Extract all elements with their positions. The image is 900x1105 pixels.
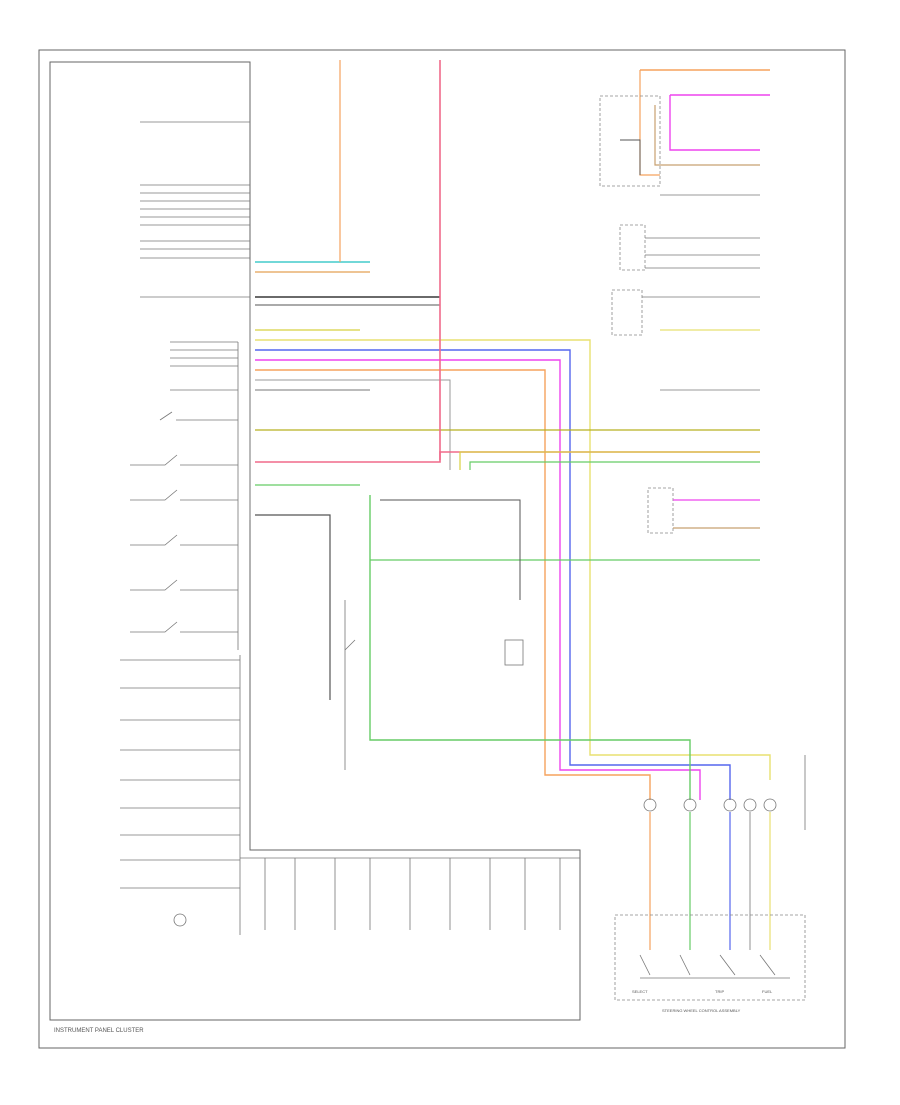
switch-label-fuel: FUEL [762, 989, 773, 994]
wire-green-a [469, 461, 760, 470]
wire-yellow [255, 339, 771, 780]
fuel-sender-assembly [599, 69, 770, 196]
wire-gray [255, 379, 451, 470]
wire-green-c [369, 495, 691, 800]
lower-indicator-columns [240, 857, 580, 930]
wire-blue [255, 349, 731, 800]
indicator-rows [120, 655, 241, 935]
cluster-block [49, 61, 581, 1021]
wire-pink [255, 451, 760, 463]
wire-yellow-b [459, 451, 760, 470]
switch-label-trip: TRIP [715, 989, 724, 994]
steering-wheel-control [614, 755, 806, 1001]
diagram-title: INSTRUMENT PANEL CLUSTER [54, 1028, 144, 1034]
cluster-switches [130, 411, 238, 633]
center-components [344, 600, 524, 770]
cluster-input-lines [140, 121, 250, 650]
diagram-frame [38, 49, 846, 1049]
wire-magenta [255, 359, 701, 800]
steering-assembly-label: STEERING WHEEL CONTROL ASSEMBLY [662, 1008, 741, 1013]
wire-orange [255, 369, 651, 800]
harness-wires [255, 60, 771, 800]
steering-connector-pin [643, 798, 657, 812]
wire-black-d [380, 499, 521, 600]
wire-black-c [255, 514, 331, 700]
right-sensor-blocks [611, 224, 760, 534]
switch-label-select: SELECT [632, 989, 648, 994]
